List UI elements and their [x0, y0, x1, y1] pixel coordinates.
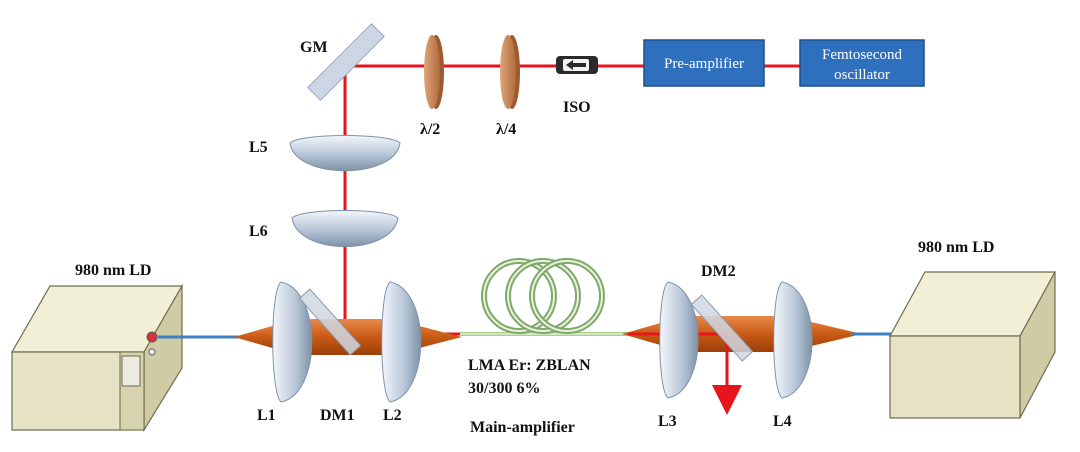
- gm-label: GM: [300, 39, 328, 56]
- oscillator-label-line1: Femtosecond: [822, 47, 902, 63]
- fiber-coil: [481, 258, 605, 334]
- lens-l3: [659, 281, 699, 399]
- lens-l5: [289, 135, 401, 172]
- l3-label: L3: [658, 413, 677, 430]
- quarter-wave-label: λ/4: [496, 121, 516, 138]
- l2-label: L2: [383, 407, 402, 424]
- fiber-label-line2: 30/300 6%: [468, 380, 540, 397]
- l6-label: L6: [249, 223, 268, 240]
- dm1-label: DM1: [320, 407, 355, 424]
- l4-label: L4: [773, 413, 792, 430]
- iso-label: ISO: [563, 99, 591, 116]
- dm2-mirror: [690, 294, 754, 362]
- oscillator-box: [799, 39, 925, 87]
- half-wave-label: λ/2: [420, 121, 440, 138]
- ld-right: [852, 271, 1057, 419]
- ld-left-label: 980 nm LD: [75, 262, 151, 279]
- l5-label: L5: [249, 139, 268, 156]
- lens-l4: [773, 281, 813, 399]
- fiber-label-line1: LMA Er: ZBLAN: [468, 357, 591, 374]
- lens-l1: [272, 281, 313, 403]
- ld-left: [10, 283, 242, 433]
- lens-l6: [291, 210, 399, 247]
- dm2-label: DM2: [701, 263, 736, 280]
- quarter-wave-plate: [500, 35, 520, 109]
- half-wave-plate: [424, 35, 444, 109]
- pre-amplifier-box: [643, 39, 765, 87]
- oscillator-label-line2: oscillator: [834, 67, 890, 83]
- ld-right-label: 980 nm LD: [918, 239, 994, 256]
- pre-amplifier-label: Pre-amplifier: [664, 56, 744, 72]
- dm1-mirror: [298, 288, 362, 356]
- l1-label: L1: [257, 407, 276, 424]
- isolator: [556, 56, 598, 74]
- gm-mirror: [307, 23, 385, 101]
- lens-l2: [381, 281, 422, 403]
- main-amplifier-label: Main-amplifier: [470, 419, 575, 436]
